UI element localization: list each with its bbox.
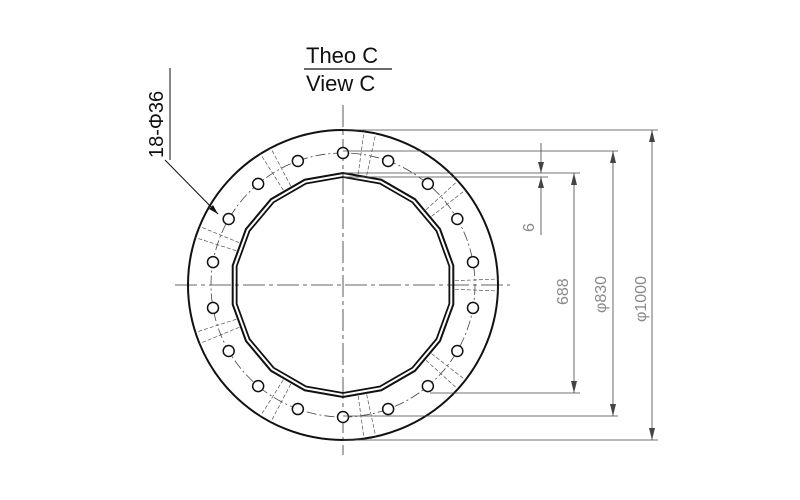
bolt-hole [421, 177, 435, 191]
hidden-rib-line [357, 131, 365, 175]
bolt-hole [451, 212, 464, 226]
hidden-rib-line [431, 189, 466, 217]
bolt-hole [206, 301, 220, 315]
bolt-hole [451, 344, 464, 358]
hole-callout: 18-Φ36 [146, 91, 168, 158]
bolt-hole [466, 255, 480, 269]
bolt-hole [222, 212, 235, 226]
hidden-rib-line [270, 147, 292, 187]
hidden-rib-line [199, 226, 240, 244]
dimension-bolt-circle-text: φ830 [593, 276, 610, 313]
bolt-hole [421, 379, 435, 393]
bolt-hole [336, 410, 350, 424]
dimension-gap-text: 6 [521, 223, 538, 232]
hidden-rib-line [357, 395, 365, 439]
bolt-hole [381, 402, 395, 416]
hidden-rib-line [366, 133, 377, 176]
callout-leader [164, 159, 219, 215]
hidden-rib-line [425, 180, 459, 211]
callout-arrowhead [209, 205, 218, 214]
bolt-hole [336, 146, 350, 160]
hidden-rib-line [195, 318, 237, 333]
hidden-rib-line [270, 383, 292, 423]
inner-bore-outline-inner [235, 176, 451, 394]
dimension-bolt-circle [610, 151, 616, 416]
hidden-rib-line [425, 359, 459, 390]
bolt-hole [251, 177, 265, 191]
dimension-inner-text: 688 [555, 278, 572, 305]
bolt-hole [206, 255, 220, 269]
bolt-hole [466, 301, 480, 315]
bolt-hole [222, 344, 235, 358]
hidden-rib-lines [195, 131, 498, 439]
hidden-rib-line [431, 353, 466, 381]
title-line-1: Theo C [306, 43, 378, 68]
hidden-rib-line [260, 379, 284, 417]
hidden-rib-line [195, 237, 237, 252]
dimension-gap [538, 143, 544, 235]
hidden-rib-line [366, 394, 377, 437]
hidden-rib-line [260, 153, 284, 191]
hidden-rib-line [199, 326, 240, 344]
dimension-inner [571, 173, 577, 393]
bolt-hole [381, 154, 395, 168]
dimension-outer [649, 130, 655, 440]
bolt-holes [206, 146, 480, 424]
bolt-hole [291, 402, 305, 416]
inner-bore-outline-outer [231, 171, 455, 399]
title-line-2: View C [306, 71, 375, 96]
bolt-hole [251, 379, 265, 393]
bolt-hole [291, 154, 305, 168]
hidden-rib-line [454, 278, 498, 282]
dimension-outer-text: φ1000 [633, 276, 650, 322]
hidden-rib-line [454, 288, 498, 292]
